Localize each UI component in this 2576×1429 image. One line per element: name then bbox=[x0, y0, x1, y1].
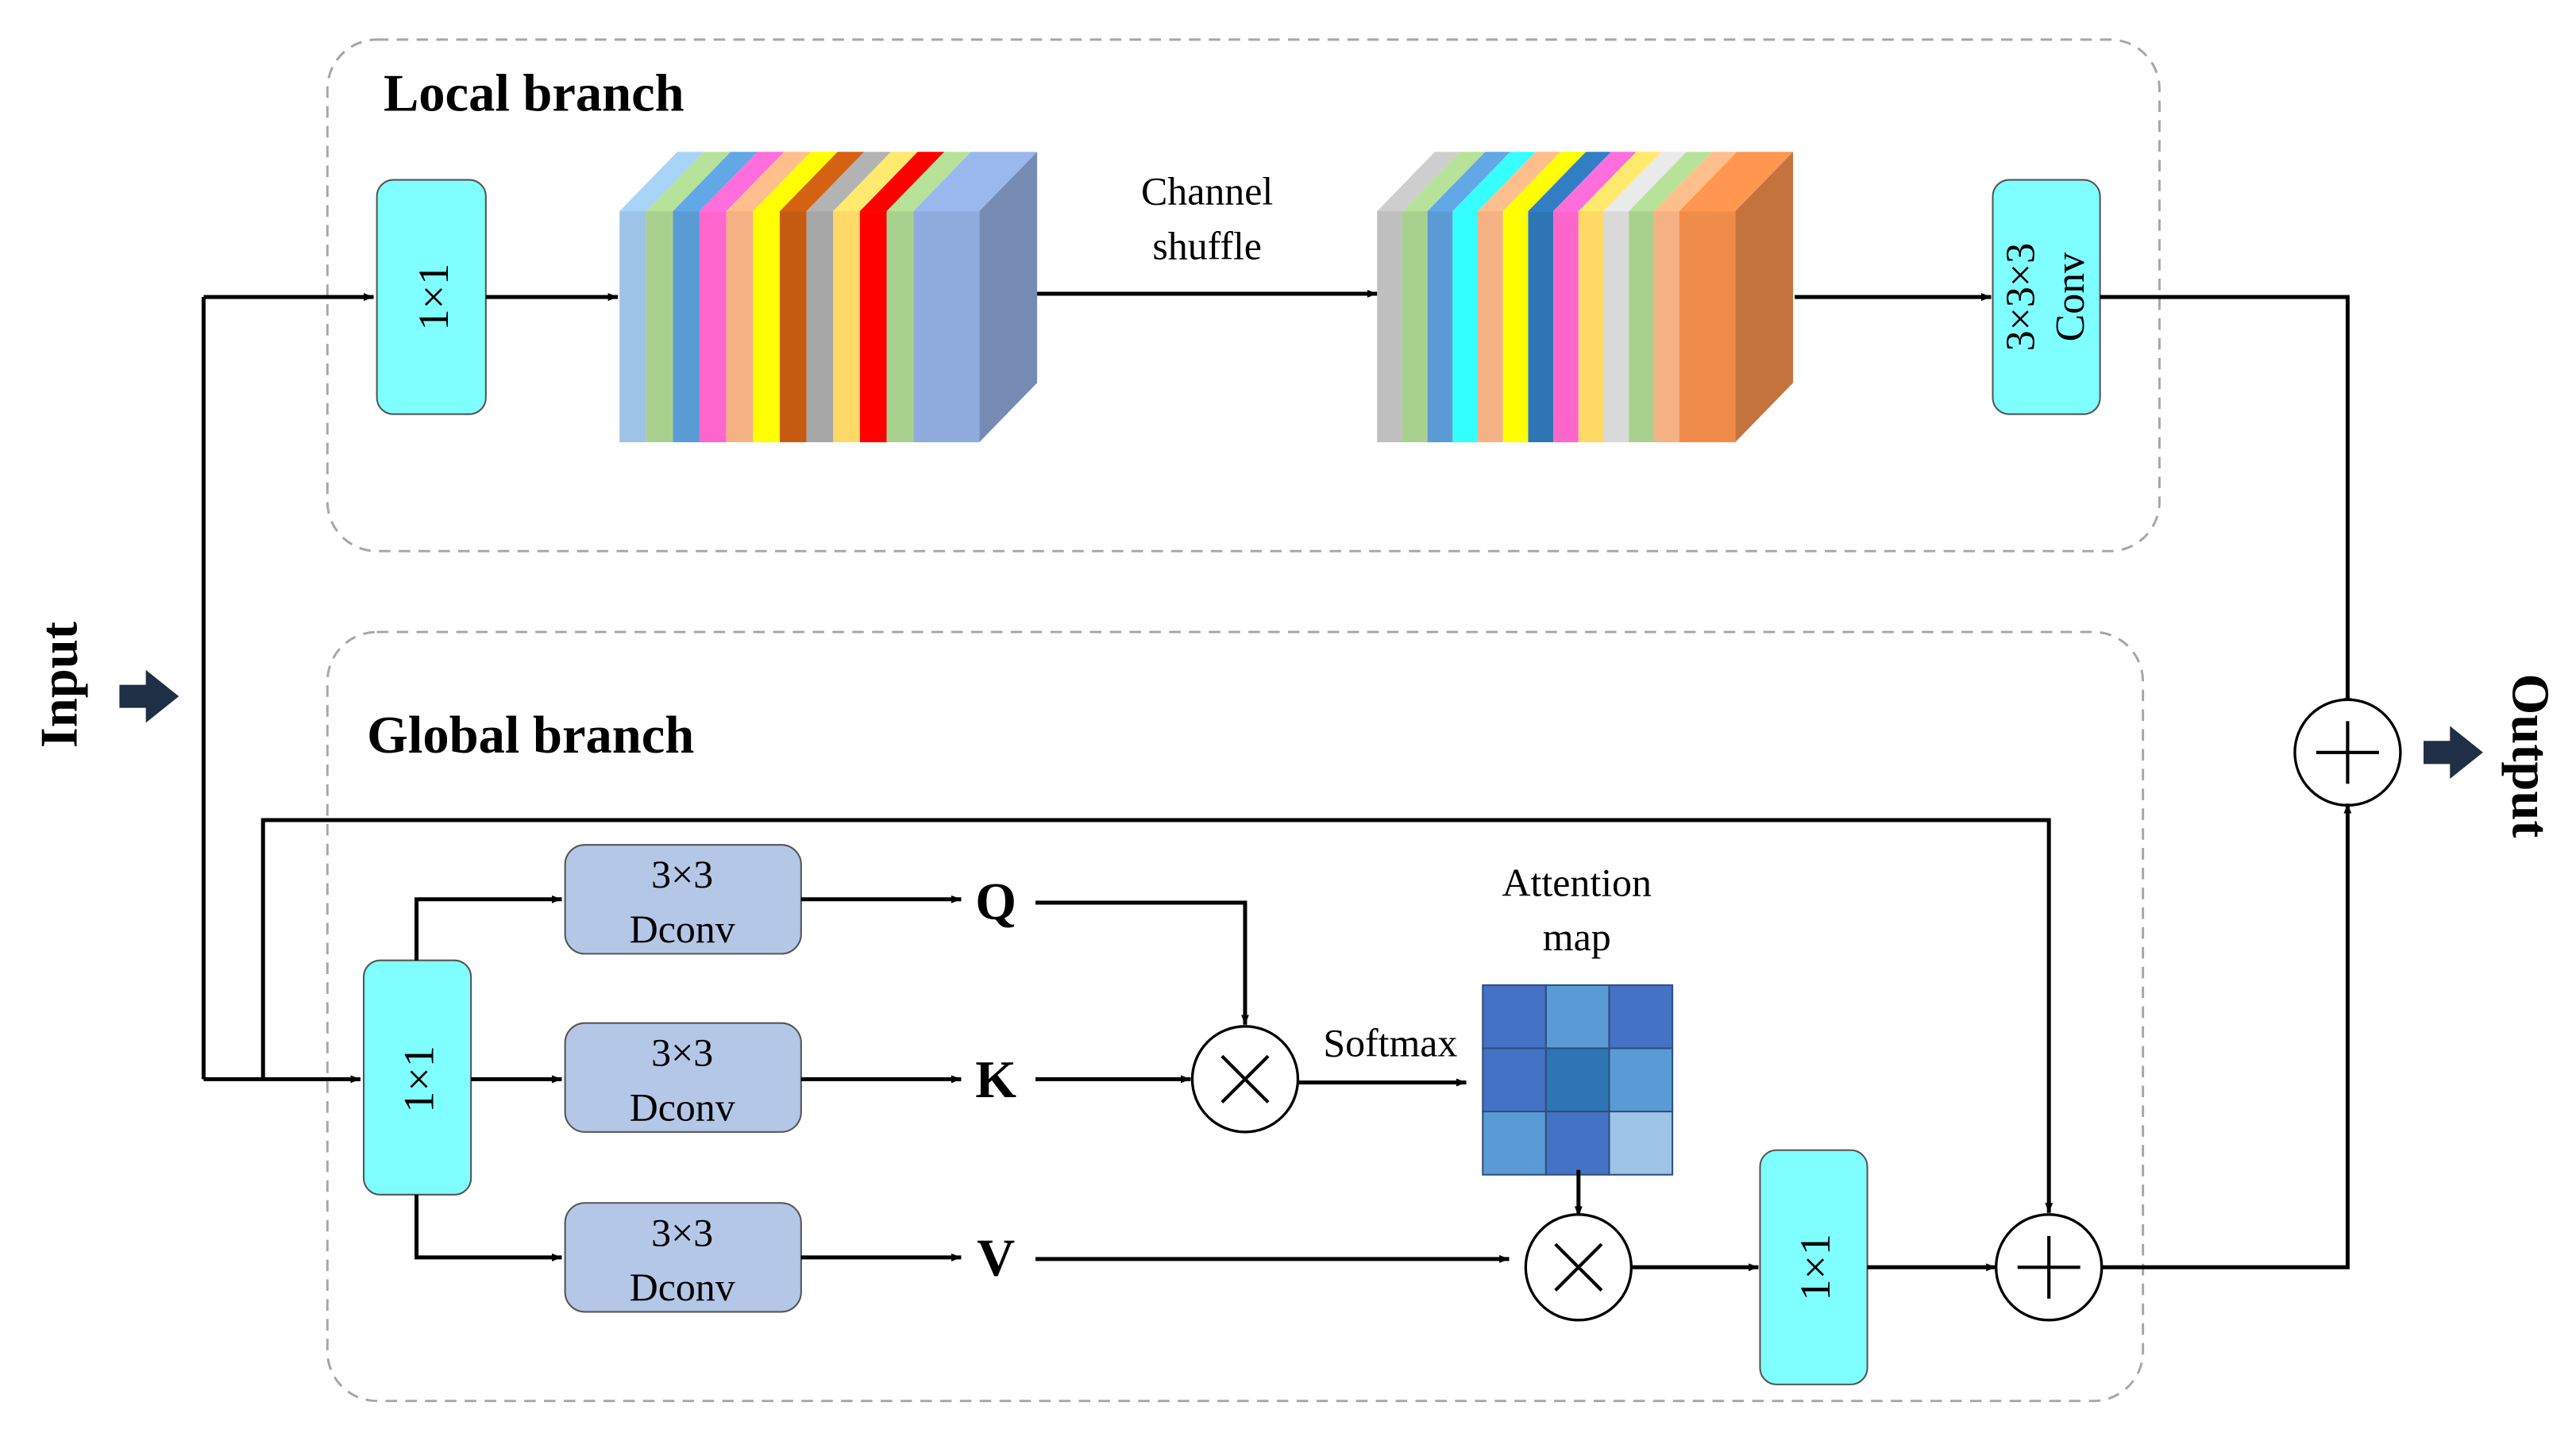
global-to-sum-line bbox=[2101, 803, 2352, 1269]
attention-cell bbox=[1482, 1111, 1547, 1176]
local-conv3d-label-line2: Conv bbox=[2048, 252, 2093, 342]
attention-cell bbox=[1544, 1047, 1610, 1113]
shuffle-label-line1: Channel bbox=[1141, 170, 1273, 214]
channel-slab bbox=[1653, 152, 1737, 443]
channel-slab bbox=[1402, 152, 1486, 443]
attention-cell bbox=[1544, 1111, 1610, 1176]
value-label: V bbox=[977, 1230, 1015, 1288]
channel-slab bbox=[1679, 152, 1794, 443]
global-conv1x1-out-label: 1×1 bbox=[1791, 1234, 1839, 1301]
attention-cell bbox=[1482, 984, 1547, 1050]
global-branch-title: Global branch bbox=[367, 707, 694, 765]
dconv-v-label-line1: 3×3 bbox=[651, 1211, 713, 1254]
query-label: Q bbox=[975, 873, 1016, 931]
channel-slab bbox=[1553, 152, 1637, 443]
input-arrow-icon bbox=[119, 669, 179, 723]
dconv-v-label-line2: Dconv bbox=[630, 1265, 735, 1309]
times-icon bbox=[1221, 1054, 1270, 1104]
attention-label-line1: Attention bbox=[1502, 861, 1652, 905]
dconv-q-label-line2: Dconv bbox=[630, 907, 735, 951]
attention-label-line2: map bbox=[1543, 915, 1611, 959]
times-icon bbox=[1554, 1242, 1603, 1292]
to-dconv-q-line bbox=[415, 895, 562, 961]
channel-slab bbox=[1427, 152, 1511, 443]
channel-slab bbox=[1603, 152, 1687, 443]
attention-cell bbox=[1544, 984, 1610, 1050]
plus-icon bbox=[2316, 721, 2379, 784]
local-conv1x1-label: 1×1 bbox=[410, 264, 457, 331]
channel-slab bbox=[646, 152, 731, 443]
output-label: Output bbox=[2501, 673, 2559, 838]
shuffle-label-line2: shuffle bbox=[1152, 224, 1262, 268]
global-conv1x1-in-label: 1×1 bbox=[395, 1046, 442, 1113]
channel-slab bbox=[1377, 152, 1460, 443]
local-conv3d-label-line1: 3×3×3 bbox=[1998, 243, 2043, 352]
channel-slab bbox=[1578, 152, 1662, 443]
local-branch-title: Local branch bbox=[384, 64, 684, 122]
global-branch-panel bbox=[326, 630, 2145, 1403]
channel-slab bbox=[673, 152, 758, 443]
feature-channels-after-shuffle bbox=[1377, 152, 1794, 443]
key-label: K bbox=[975, 1051, 1016, 1109]
attention-cell bbox=[1608, 984, 1674, 1050]
attention-cell bbox=[1608, 1047, 1674, 1113]
channel-slab bbox=[913, 152, 1038, 443]
channel-slab bbox=[780, 152, 865, 443]
channel-slab bbox=[1629, 152, 1712, 443]
dconv-k-label-line1: 3×3 bbox=[651, 1031, 713, 1075]
channel-slab bbox=[1478, 152, 1561, 443]
local-to-sum-line bbox=[2100, 295, 2352, 708]
input-label: Input bbox=[30, 622, 88, 748]
channel-slab bbox=[1502, 152, 1587, 443]
softmax-label: Softmax bbox=[1323, 1021, 1457, 1065]
output-arrow-icon bbox=[2424, 726, 2483, 780]
attention-map-grid bbox=[1482, 984, 1674, 1176]
channel-slab bbox=[859, 152, 945, 443]
channel-slab bbox=[619, 152, 704, 443]
to-dconv-v-line bbox=[415, 1194, 562, 1261]
channel-slab bbox=[726, 152, 812, 443]
q-to-multiply-line bbox=[1035, 900, 1249, 1025]
channel-slab bbox=[833, 152, 918, 443]
attention-cell bbox=[1608, 1111, 1674, 1176]
channel-slab bbox=[1452, 152, 1536, 443]
dconv-k-label-line2: Dconv bbox=[630, 1085, 735, 1129]
plus-icon bbox=[2017, 1235, 2080, 1299]
channel-slab bbox=[700, 152, 785, 443]
channel-slab bbox=[806, 152, 892, 443]
channel-slab bbox=[886, 152, 971, 443]
feature-channels-before-shuffle bbox=[619, 152, 1038, 443]
dconv-q-label-line1: 3×3 bbox=[651, 853, 713, 896]
channel-slab bbox=[1528, 152, 1611, 443]
attention-cell bbox=[1482, 1047, 1547, 1113]
residual-skip-line bbox=[260, 818, 2053, 1213]
channel-slab bbox=[753, 152, 838, 443]
